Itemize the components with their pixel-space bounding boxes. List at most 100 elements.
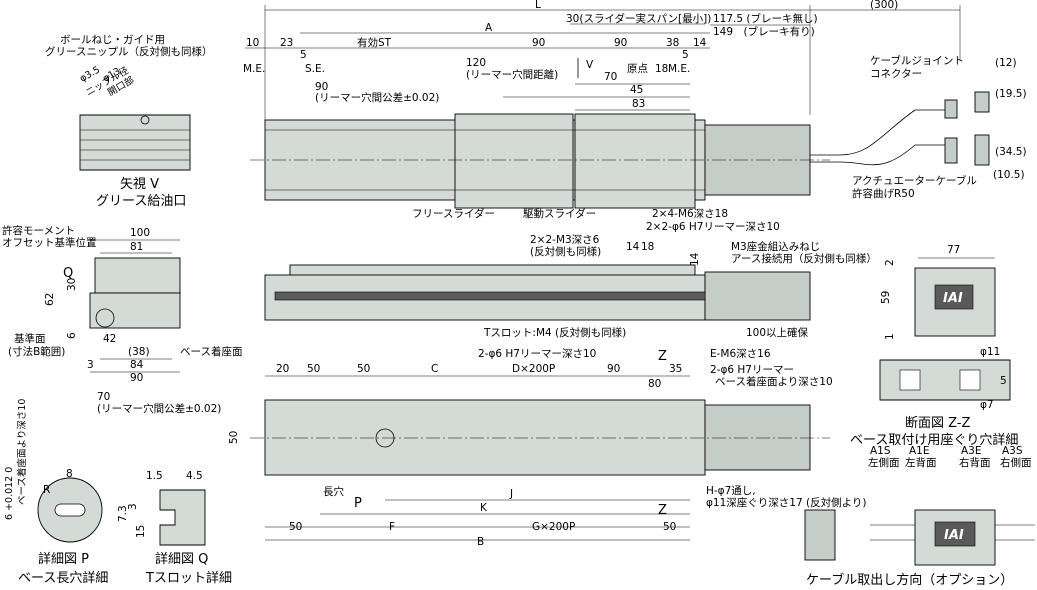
reamer-tolerance: (リーマー穴間公差±0.02) (315, 91, 439, 104)
reamer-tol-bottom: (リーマー穴間公差±0.02) (97, 402, 221, 415)
section-logo: IAI (943, 291, 963, 306)
bend-radius-label: 許容曲げR50 (852, 187, 915, 200)
bottom-base (264, 399, 706, 476)
p-marker: P (354, 496, 362, 511)
a1e-code: A1E (909, 445, 930, 457)
cable-option-logo: IAI (944, 528, 964, 543)
screw-note-2: アース接続用（反対側も同様） (731, 252, 877, 265)
m6-tap-note: 2×4-M6深さ18 (652, 208, 728, 220)
dim-34-5: (34.5) (995, 146, 1027, 158)
dim-G-200P: G×200P (532, 521, 575, 533)
cable-option: A1S 左側面 A1E 左背面 A3E 右背面 A3S 右側面 IAI ケーブル… (804, 445, 1035, 588)
zz-title-1: 断面図 Z-Z (905, 416, 971, 431)
dim-45: 45 (630, 84, 643, 96)
end-view: 許容モーメント オフセット基準位置 100 81 Q 30 62 6 42 (3… (2, 224, 242, 384)
moment-label-2: オフセット基準位置 (2, 236, 97, 249)
origin-label: 原点 (627, 63, 648, 75)
mechanical-end-right: M.E. (668, 63, 690, 75)
detail-p-title-2: ベース長穴詳細 (18, 570, 108, 586)
q-marker: Q (63, 266, 73, 281)
side-view: 2×2-M3深さ6 (反対側も同様) 14 18 14 M3座金組込みねじ アー… (264, 234, 877, 339)
dim-5-b: 5 (682, 49, 689, 61)
a3s-sub: 右側面 (1000, 456, 1032, 469)
a3e-sub: 右背面 (959, 456, 991, 469)
dim-77: 77 (947, 244, 960, 256)
z-marker-bottom: Z (658, 503, 667, 518)
cable-option-title: ケーブル取出し方向（オプション） (806, 572, 1013, 588)
cable-connector-lower (944, 137, 958, 164)
bottom-view: 20 50 50 C D×200P 90 Z E-M6深さ16 80 35 2-… (97, 348, 866, 548)
dim-50-e: 50 (663, 521, 676, 533)
dim-2: 2 (884, 259, 896, 266)
dim-30: 30 (66, 278, 78, 291)
detail-p: 6 +0.012 0 ベース着座面より深さ10 8 R 詳細図 P ベース長穴詳… (4, 399, 108, 586)
reamer-distance: (リーマー穴間距離) (466, 68, 558, 81)
cable-option-logo-plate (934, 521, 976, 547)
reference-surface: 基準面 (14, 332, 46, 345)
free-slider-label: フリースライダー (412, 207, 495, 220)
detail-p-r: R (43, 484, 50, 496)
stroke-end: S.E. (305, 63, 325, 75)
drive-slider-label: 駆動スライダー (523, 207, 596, 220)
free-slider-top (454, 113, 574, 209)
z-marker-top: Z (658, 349, 667, 364)
dim-A: A (485, 22, 493, 34)
dim-100: 100 (130, 227, 150, 239)
dim-23: 23 (280, 37, 293, 49)
detail-q-3: 3 (127, 503, 139, 510)
dim-50-b: 50 (357, 363, 370, 375)
dim-L: L (535, 0, 541, 11)
dim-70-bottom: 70 (97, 391, 110, 403)
dim-300: (300) (870, 0, 898, 11)
view-V-arrow: V (586, 59, 594, 71)
phi-7: φ7 (980, 399, 994, 411)
cable-connector-upper (944, 99, 958, 119)
a1e-sub: 左背面 (905, 456, 937, 469)
cable-joint-label-1: ケーブルジョイント (870, 54, 964, 67)
dim-12: (12) (995, 57, 1017, 69)
detail-q-circle (95, 308, 115, 328)
reamer-top-note: 2-φ6 H7リーマー深さ10 (478, 348, 596, 360)
dim-50-c: 50 (228, 431, 240, 444)
detail-p-depth: ベース着座面より深さ10 (16, 399, 28, 505)
a3e-code: A3E (961, 445, 982, 457)
grease-note-2: グリースニップル（反対側も同様） (45, 45, 212, 58)
dim-5-zz: 5 (1000, 375, 1007, 387)
m6-bottom-note: E-M6深さ16 (710, 348, 771, 360)
detail-p-circle (375, 428, 395, 448)
zz-title-2: ベース取付け用座ぐり穴詳細 (850, 432, 1018, 448)
dim-D-200P: D×200P (512, 363, 555, 375)
dim-90-b: 90 (614, 37, 627, 49)
dim-K: K (480, 502, 488, 514)
dim-81: 81 (130, 241, 143, 253)
detail-q-title-1: 詳細図 Q (155, 551, 208, 567)
dim-42: 42 (103, 333, 116, 345)
cable-end-upper (974, 91, 990, 113)
reamer-side-note-1: 2-φ6 H7リーマー (710, 364, 794, 376)
cable-end-lower (974, 134, 990, 166)
mechanical-end-left: M.E. (243, 63, 265, 75)
detail-q-15: 15 (135, 525, 147, 538)
dim-14-b: 14 (689, 252, 701, 266)
m3-tap-note: 2×2-M3深さ6 (530, 234, 600, 246)
brake-none-dim: 117.5 (ブレーキ無し) (713, 12, 818, 25)
grease-note-1: ボールねじ・ガイド用 (60, 34, 165, 46)
phi-11: φ11 (980, 346, 1000, 358)
dim-14-a: 14 (626, 241, 640, 253)
clearance-note: 100以上確保 (746, 326, 809, 339)
view-v-title: 矢視 V (120, 177, 159, 192)
detail-p-title-1: 詳細図 P (38, 551, 89, 567)
top-view: L (300) 10 23 有効ST A 30(スライダー実スパン[最小]) 1… (243, 0, 1027, 233)
detail-q-title-2: Tスロット詳細 (145, 570, 232, 586)
dim-90-c: 90 (315, 81, 328, 93)
a1s-sub: 左側面 (868, 456, 900, 469)
zz-section: φ11 5 φ7 断面図 Z-Z ベース取付け用座ぐり穴詳細 (850, 346, 1018, 448)
drive-slider-top (574, 113, 696, 209)
detail-p-8: 8 (66, 468, 73, 480)
detail-q: 1.5 4.5 7.3 3 15 詳細図 Q Tスロット詳細 (117, 470, 232, 586)
dim-C: C (431, 363, 438, 375)
actuator-cable-label: アクチュエーターケーブル (852, 174, 977, 187)
dim-70: 70 (604, 71, 617, 83)
dim-83: 83 (632, 98, 645, 110)
